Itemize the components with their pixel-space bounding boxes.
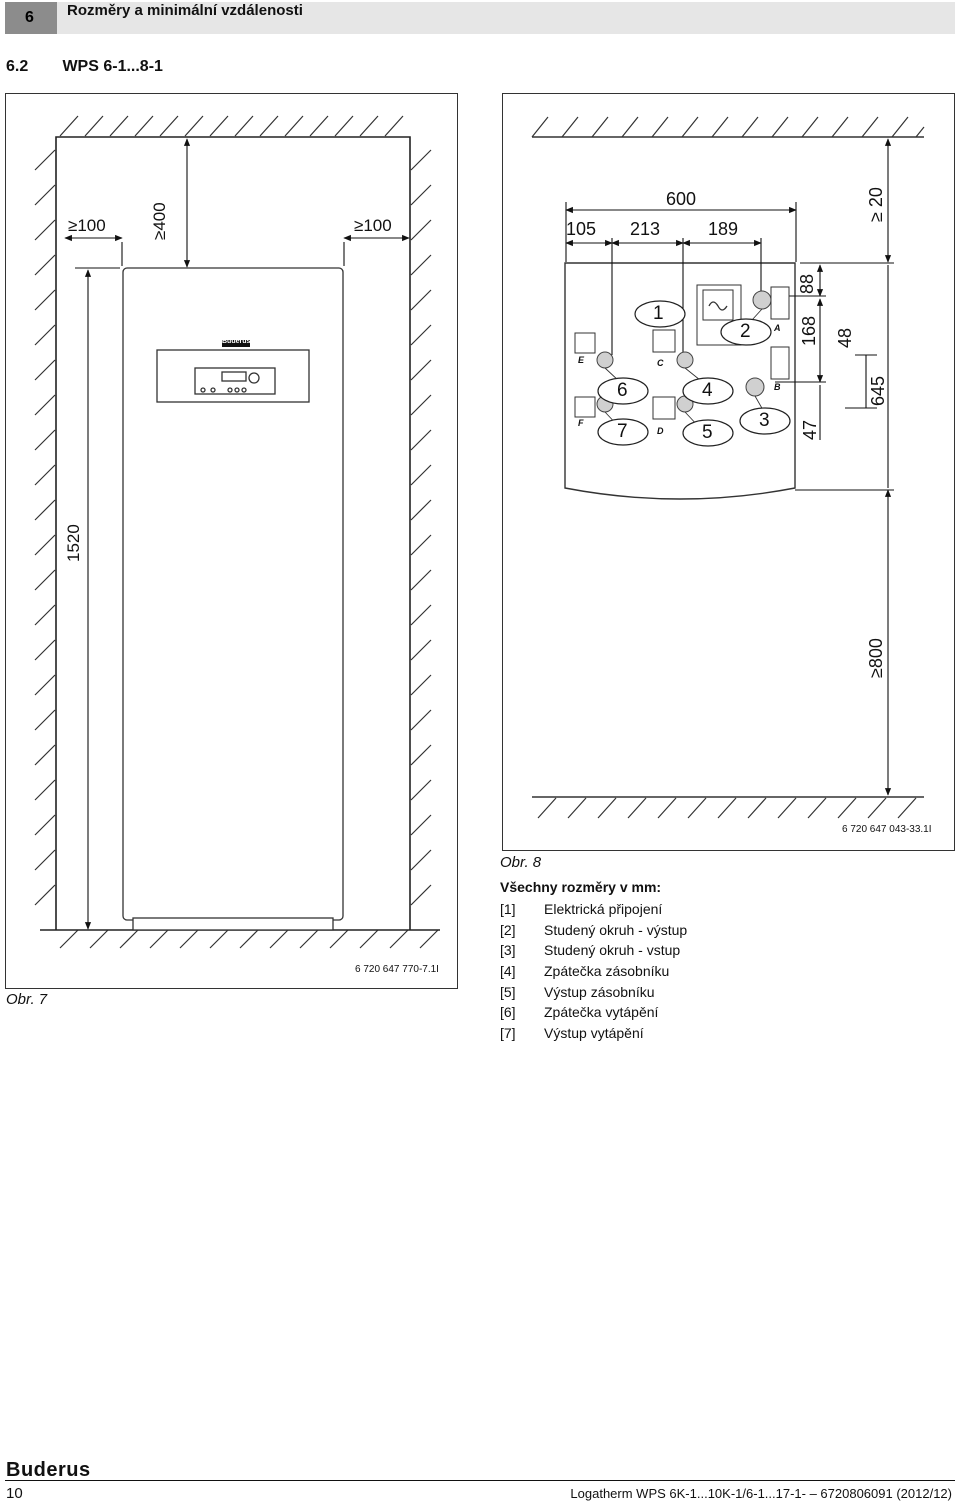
dim-47: 47 (800, 419, 820, 440)
dim-w2: 213 (630, 219, 661, 239)
callout-6: 6 (617, 380, 628, 401)
dimension-lines-fig7 (64, 138, 410, 930)
figure-8-caption: Obr. 8 (500, 854, 542, 871)
chapter-header: 6 Rozměry a minimální vzdálenosti (5, 2, 955, 34)
callout-4: 4 (702, 380, 713, 401)
legend-item: [1]Elektrická připojení (500, 901, 663, 917)
letter-b: B (774, 382, 781, 392)
callout-7: 7 (617, 421, 628, 442)
figure-8-legend: Všechny rozměry v mm: [1]Elektrická přip… (500, 879, 687, 1046)
dimension-lines-fig8 (565, 138, 894, 796)
dim-88: 88 (797, 273, 817, 294)
legend-item: [5]Výstup zásobníku (500, 983, 655, 1000)
panel-logo-badge (222, 340, 250, 347)
dim-total-width: 600 (666, 189, 697, 209)
connection-ports (596, 290, 772, 413)
figure-8-frame (502, 93, 955, 851)
letter-d: D (657, 426, 664, 436)
section-heading: 6.2 WPS 6-1...8-1 (6, 58, 163, 76)
letter-f: F (578, 418, 584, 428)
dim-right-gap: ≥100 (354, 216, 392, 235)
dim-left-gap: ≥100 (68, 216, 106, 235)
figure-7-frame (5, 93, 458, 989)
callout-3: 3 (759, 410, 770, 431)
footer-divider (5, 1480, 955, 1481)
letter-e: E (578, 355, 585, 365)
chapter-number: 6 (5, 2, 57, 34)
figure-7-caption: Obr. 7 (6, 991, 48, 1008)
wall-hatching-fig7 (34, 115, 439, 949)
wall-hatching-fig8-top (531, 116, 925, 138)
legend-item: [7]Výstup vytápění (500, 1025, 644, 1042)
dim-w3: 189 (708, 219, 739, 239)
callout-2: 2 (740, 321, 751, 342)
section-number: 6.2 (6, 58, 29, 75)
footer-logo: Buderus (6, 1459, 91, 1481)
figure-7-code: 6 720 647 770-7.1I (355, 964, 439, 975)
document-reference: Logatherm WPS 6K-1...10K-1/6-1...17-1- –… (570, 1486, 952, 1501)
callout-ovals (597, 300, 791, 447)
heat-pump-unit (122, 267, 344, 931)
letter-a: A (774, 323, 781, 333)
legend-item: [2]Studený okruh - výstup (500, 921, 688, 938)
wave-symbol (708, 301, 728, 311)
dim-645: 645 (868, 375, 888, 406)
dim-48: 48 (835, 327, 855, 348)
legend-item: [4]Zpátečka zásobníku (500, 963, 670, 980)
page-number: 10 (6, 1485, 23, 1502)
figure-8-code: 6 720 647 043-33.1I (842, 824, 932, 835)
callout-5: 5 (702, 422, 713, 443)
legend-title: Všechny rozměry v mm: (500, 879, 662, 895)
connection-symbols (574, 284, 790, 420)
legend-item: [6]Zpátečka vytápění (500, 1004, 659, 1021)
chapter-title: Rozměry a minimální vzdálenosti (67, 2, 303, 19)
legend-item: [3]Studený okruh - vstup (500, 942, 681, 959)
dim-168: 168 (799, 315, 819, 346)
dim-front-gap: ≥800 (866, 638, 886, 678)
wall-hatching-fig8-bottom (532, 796, 924, 819)
dim-top-gap-fig8: ≥ 20 (866, 187, 886, 222)
panel-logo-text: Buderus (222, 338, 251, 345)
dim-w1: 105 (566, 219, 597, 239)
callout-1: 1 (653, 303, 664, 324)
letter-c: C (657, 358, 664, 368)
section-title: WPS 6-1...8-1 (62, 58, 163, 75)
